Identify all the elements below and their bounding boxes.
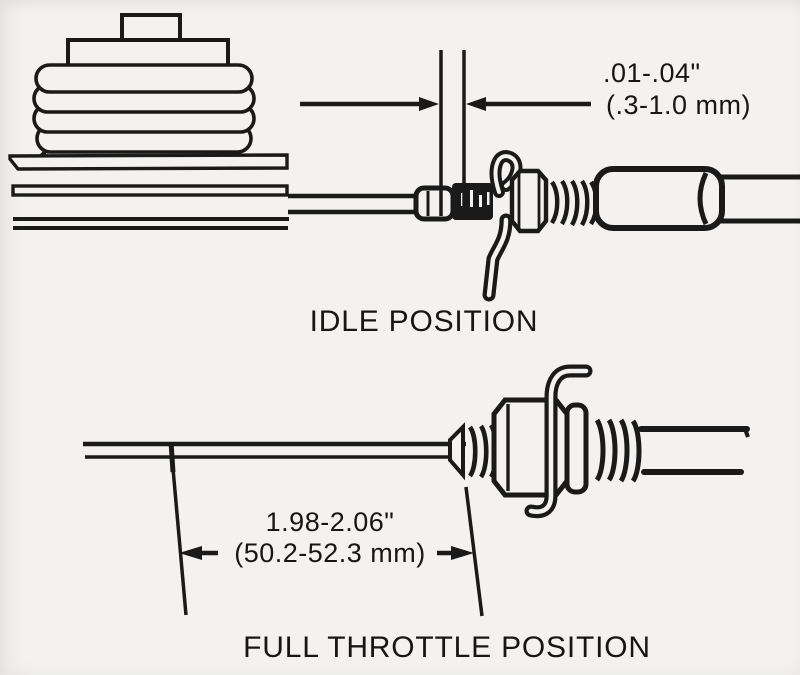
ft-extension-line-right (464, 486, 484, 617)
ft-arrowhead-right (451, 546, 474, 560)
idle-position-label: IDLE POSITION (310, 305, 539, 338)
cable-barrel (413, 185, 456, 222)
rail-bar (11, 184, 289, 197)
threads-idle (550, 179, 599, 227)
throttle-rod-idle (288, 193, 420, 215)
throttle-rod-full (83, 422, 466, 481)
full-throttle-dimension-mm: (50.2-52.3 mm) (234, 538, 426, 568)
ft-arrowhead-left (179, 546, 202, 560)
full-throttle-position-label: FULL THROTTLE POSITION (243, 631, 651, 664)
sheath-sleeve (593, 166, 725, 231)
full-throttle-dimension (169, 445, 484, 617)
gap-arrowhead-right (466, 97, 486, 111)
ft-threads-right (594, 418, 642, 483)
clip-lower-leg-inner (486, 217, 509, 298)
bellows-stack (32, 13, 256, 159)
cable-sheath-idle (593, 166, 800, 231)
ft-sheath-top-end-tick (743, 428, 750, 438)
base-plate (8, 153, 289, 171)
ft-extension-line-left (169, 445, 188, 616)
bellows-ring-1 (34, 63, 254, 94)
bellows-top-knob (120, 13, 182, 44)
idle-dimension-inches: .01-.04" (603, 58, 701, 88)
full-throttle-dimension-inches: 1.98-2.06" (266, 507, 395, 537)
cable-end-fitting-idle (413, 150, 599, 302)
sleeve-separation-arc (697, 171, 709, 226)
idle-gap-dimension (300, 50, 591, 216)
cable-end-fitting-full (467, 364, 750, 519)
ft-rod-cone (448, 422, 465, 481)
hex-nut-idle (509, 168, 549, 234)
idle-dimension-mm: (.3-1.0 mm) (606, 90, 751, 120)
ft-spring-clip-inner (528, 368, 589, 514)
ft-washer (564, 402, 589, 495)
gap-arrowhead-left (419, 97, 439, 111)
mounting-plates (8, 153, 289, 230)
